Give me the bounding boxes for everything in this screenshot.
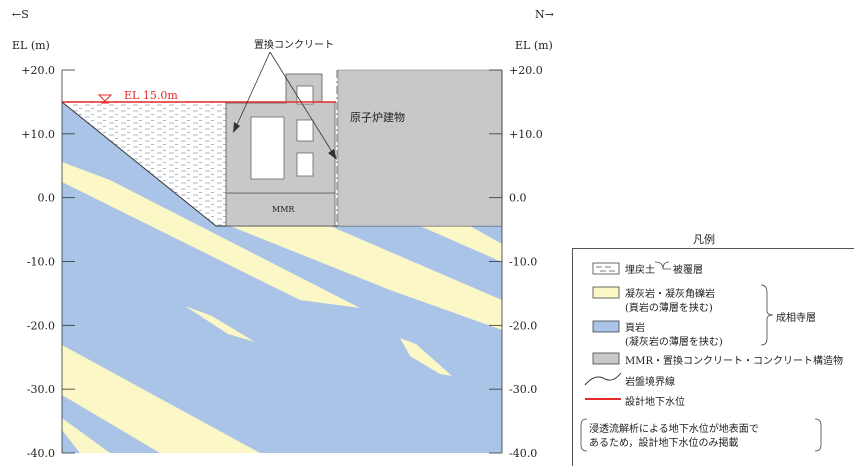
right-tick-label: -40.0: [509, 447, 537, 460]
left-tick-label: -10.0: [27, 256, 55, 269]
covering-bracket: [654, 261, 671, 270]
tuff-band: [230, 226, 502, 330]
legend-title: 凡例: [693, 233, 715, 246]
tuff-swatch: [592, 286, 620, 299]
legend-formation: 成相寺層: [776, 313, 816, 324]
legend-design-water: 設計地下水位: [625, 397, 685, 408]
legend-fill-soil: 埋戻土: [625, 265, 655, 276]
left-tick-label: -30.0: [27, 383, 55, 396]
left-tick-label: -20.0: [27, 319, 55, 332]
structures: MMR 原子炉建物: [225, 69, 503, 227]
callout-arrowhead: [233, 122, 240, 133]
formation-bracket: [760, 284, 774, 346]
right-axis-ticks: +20.0 +10.0 0.0 -10.0 -20.0 -30.0 -40.0: [489, 64, 543, 460]
rock-boundary-swatch: [584, 372, 622, 386]
note-bracket-left: [580, 418, 588, 452]
callout-line: [269, 51, 335, 156]
right-tick-label: -20.0: [509, 319, 537, 332]
tuff-lens: [185, 306, 255, 342]
tuff-lens: [400, 338, 452, 376]
right-tick-label: +20.0: [509, 64, 543, 77]
geologic-section: [62, 101, 502, 453]
legend-tuff: 凝灰岩・凝灰角礫岩: [625, 289, 715, 300]
legend-rock-boundary: 岩盤境界線: [625, 377, 675, 388]
shale-swatch: [592, 320, 620, 333]
tuff-band: [62, 345, 260, 453]
callout-arrowhead: [328, 149, 337, 160]
right-tick-label: +10.0: [509, 128, 543, 141]
left-axis-unit: EL (m): [12, 39, 50, 52]
fill-soil-swatch: [592, 262, 620, 275]
right-tick-label: -30.0: [509, 383, 537, 396]
concrete-swatch: [592, 352, 620, 365]
legend-note-line2: あるため，設計地下水位のみ掲載: [589, 438, 739, 449]
tuff-band: [420, 226, 502, 262]
replacement-concrete-label: 置換コンクリート: [254, 39, 334, 51]
left-tick-label: 0.0: [38, 192, 56, 205]
north-direction-label: N→: [535, 8, 554, 21]
legend-concrete: MMR・置換コンクリート・コンクリート構造物: [625, 356, 844, 367]
left-tick-label: +10.0: [21, 128, 55, 141]
legend-shale-note: (凝灰岩の薄層を挟む): [625, 337, 723, 348]
tuff-band: [62, 418, 110, 453]
callout-line: [235, 51, 271, 128]
legend-note-line1: 浸透流解析による地下水位が地表面で: [589, 424, 759, 435]
legend: 凡例 埋戻土 被覆層 凝灰岩・凝灰角礫岩 (頁岩の薄層を挟む) 頁岩 (凝灰岩の…: [572, 233, 854, 466]
mmr-label: MMR: [272, 205, 295, 214]
water-level-label: EL 15.0m: [124, 89, 178, 102]
opening: [296, 152, 314, 177]
legend-shale: 頁岩: [625, 323, 645, 334]
opening: [250, 116, 285, 180]
fill-soil-area: [62, 102, 226, 226]
reactor-building: [337, 69, 503, 227]
right-axis-unit: EL (m): [515, 39, 553, 52]
legend-covering-layer: 被覆層: [673, 265, 703, 276]
tuff-band: [62, 162, 360, 308]
water-level-symbol: [97, 94, 113, 102]
right-tick-label: -10.0: [509, 256, 537, 269]
opening: [296, 119, 314, 142]
left-tick-label: +20.0: [21, 64, 55, 77]
mmr-block: [225, 192, 336, 227]
reactor-building-label: 原子炉建物: [350, 110, 405, 124]
south-direction-label: ←S: [12, 8, 29, 21]
note-bracket-right: [814, 418, 822, 452]
left-tick-label: -40.0: [27, 447, 55, 460]
left-axis-ticks: +20.0 +10.0 0.0 -10.0 -20.0 -30.0 -40.0: [21, 64, 75, 460]
legend-tuff-note: (頁岩の薄層を挟む): [625, 303, 713, 314]
right-tick-label: 0.0: [509, 192, 527, 205]
